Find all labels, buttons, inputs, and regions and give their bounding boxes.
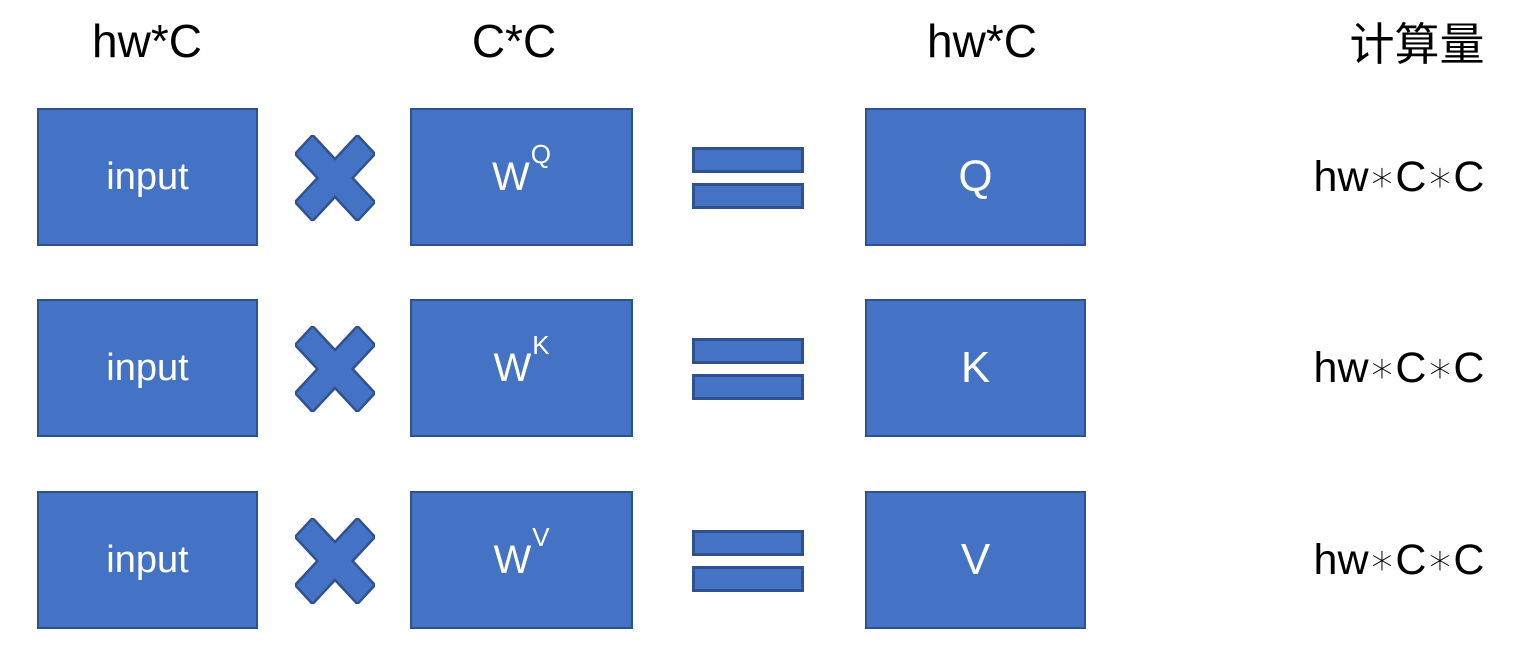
result-matrix-box: Q — [865, 108, 1086, 246]
equals-top-bar — [692, 147, 804, 173]
input-matrix-label: input — [106, 538, 189, 581]
input-matrix-label: input — [106, 346, 189, 389]
computation-cost-label: hw∗C∗C — [1313, 344, 1485, 392]
weight-superscript: Q — [530, 139, 551, 170]
result-matrix-label: K — [960, 343, 991, 392]
result-matrix-label: Q — [958, 152, 993, 201]
weight-matrix-box: WQ — [410, 108, 633, 246]
header-weight-dims: C*C — [471, 15, 557, 67]
result-matrix-label: V — [960, 535, 991, 584]
header-result-dims: hw*C — [927, 15, 1037, 67]
equals-top-bar — [692, 530, 804, 556]
weight-matrix-box: WK — [410, 299, 633, 437]
computation-cost-label: hw∗C∗C — [1313, 536, 1485, 584]
equals-icon — [692, 147, 804, 209]
matmul-row-k: input WK K hw∗C∗C — [0, 299, 1528, 437]
input-matrix-box: input — [37, 299, 258, 437]
equals-icon — [692, 530, 804, 592]
equals-bottom-bar — [692, 183, 804, 209]
input-matrix-box: input — [37, 108, 258, 246]
computation-cost-label: hw∗C∗C — [1313, 153, 1485, 201]
equals-icon — [692, 338, 804, 400]
weight-matrix-label: WQ — [492, 139, 551, 199]
matmul-row-v: input WV V hw∗C∗C — [0, 491, 1528, 629]
header-input-dims: hw*C — [92, 15, 202, 67]
weight-superscript: V — [532, 522, 550, 553]
multiply-icon — [295, 326, 375, 412]
weight-matrix-box: WV — [410, 491, 633, 629]
weight-superscript: K — [532, 330, 550, 361]
equals-bottom-bar — [692, 374, 804, 400]
matmul-row-q: input WQ Q hw∗C∗C — [0, 108, 1528, 246]
equals-top-bar — [692, 338, 804, 364]
equals-bottom-bar — [692, 566, 804, 592]
weight-matrix-label: WV — [493, 522, 550, 582]
input-matrix-box: input — [37, 491, 258, 629]
header-computation-amount: 计算量 — [1349, 19, 1485, 70]
input-matrix-label: input — [106, 155, 189, 198]
result-matrix-box: V — [865, 491, 1086, 629]
multiply-icon — [295, 518, 375, 604]
weight-matrix-label: WK — [493, 330, 550, 390]
multiply-icon — [295, 135, 375, 221]
result-matrix-box: K — [865, 299, 1086, 437]
